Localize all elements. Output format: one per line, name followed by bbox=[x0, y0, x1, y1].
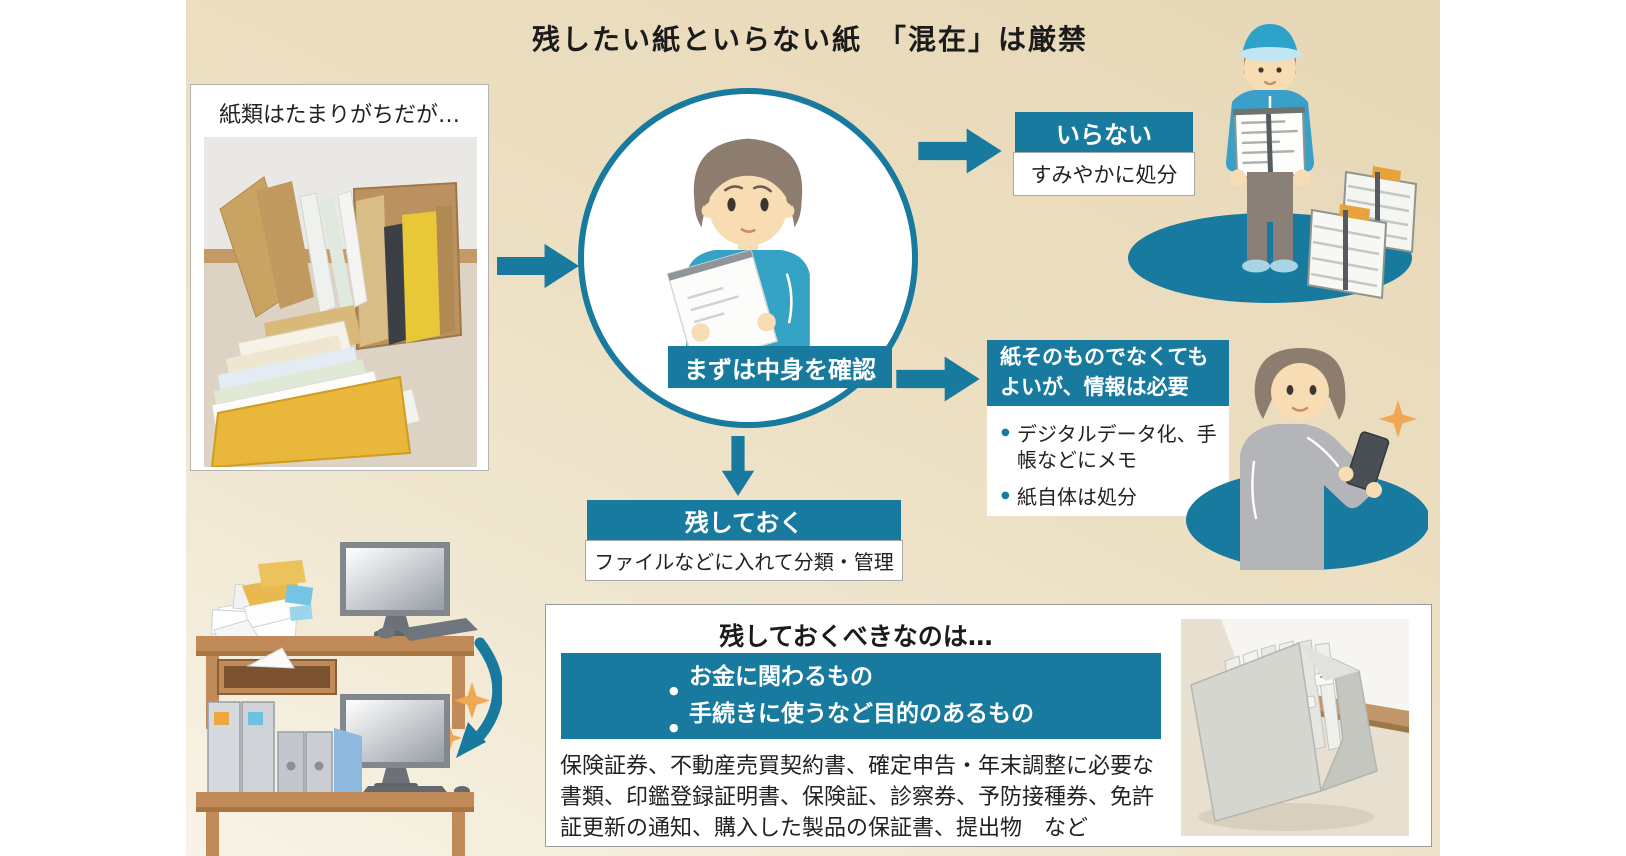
paper-bundle-front bbox=[1306, 204, 1388, 300]
smartphone-person-illustration bbox=[1186, 348, 1428, 570]
sparkle-icon bbox=[1379, 400, 1417, 438]
discard-note: すみやかに処分 bbox=[1013, 152, 1195, 196]
photo-caption: 紙類はたまりがちだが… bbox=[219, 103, 460, 128]
digitize-bullet: 紙自体は処分 bbox=[1001, 484, 1223, 510]
curved-arrow-icon bbox=[472, 637, 502, 744]
keep-note: ファイルなどに入れて分類・管理 bbox=[585, 540, 903, 581]
arrow-right-to-digitize-icon bbox=[896, 356, 980, 402]
check-step-label: まずは中身を確認 bbox=[668, 346, 892, 388]
desk-before-after-illustration bbox=[196, 542, 502, 856]
digitize-body: デジタルデータ化、手帳などにメモ 紙自体は処分 bbox=[987, 406, 1229, 516]
smartphone-person bbox=[1240, 348, 1390, 570]
digitize-header-line2: よいが、情報は必要 bbox=[1000, 375, 1189, 399]
curved-arrow-head bbox=[456, 722, 486, 758]
keep-criterion: お金に関わるもの bbox=[669, 659, 1161, 709]
keep-criteria-box: お金に関わるもの 手続きに使うなど目的のあるもの bbox=[561, 653, 1161, 746]
person-checking-papers-illustration bbox=[666, 138, 810, 366]
arrow-right-intro-to-check-icon bbox=[497, 243, 579, 289]
digitize-header-line1: 紙そのものでなくても bbox=[1000, 345, 1209, 370]
arrow-down-to-keep-icon bbox=[721, 436, 755, 496]
paper-disposal-person-illustration bbox=[1128, 24, 1418, 303]
keep-details-title: 残しておくべきなのは… bbox=[719, 622, 993, 651]
file-box-photo bbox=[1181, 619, 1409, 836]
keep-criterion: 手続きに使うなど目的のあるもの bbox=[669, 696, 1161, 746]
digitize-bullet-list: デジタルデータ化、手帳などにメモ 紙自体は処分 bbox=[1001, 421, 1223, 510]
messy-desk bbox=[196, 542, 478, 729]
keep-examples-text: 保険証券、不動産売買契約書、確定申告・年末調整に必要な書類、印鑑登録証明書、保険… bbox=[560, 754, 1155, 841]
paper-piles-photo bbox=[204, 137, 477, 469]
page-title: 残したい紙といらない紙 「混在」は厳禁 bbox=[531, 23, 1088, 56]
keep-header: 残しておく bbox=[587, 500, 901, 540]
sparkle-icon bbox=[454, 682, 490, 719]
arrow-right-to-discard-icon bbox=[918, 128, 1002, 174]
paper-piles-photo-card: 紙類はたまりがちだが… bbox=[190, 84, 489, 471]
digitize-bullet: デジタルデータ化、手帳などにメモ bbox=[1001, 421, 1223, 474]
keep-details-panel: 残しておくべきなのは… お金に関わるもの 手続きに使うなど目的のあるもの 保険証… bbox=[545, 604, 1432, 847]
discard-header: いらない bbox=[1015, 112, 1193, 152]
delivery-person bbox=[1226, 24, 1314, 273]
tidy-desk bbox=[196, 694, 474, 856]
digitize-header: 紙そのものでなくても よいが、情報は必要 bbox=[987, 340, 1229, 406]
